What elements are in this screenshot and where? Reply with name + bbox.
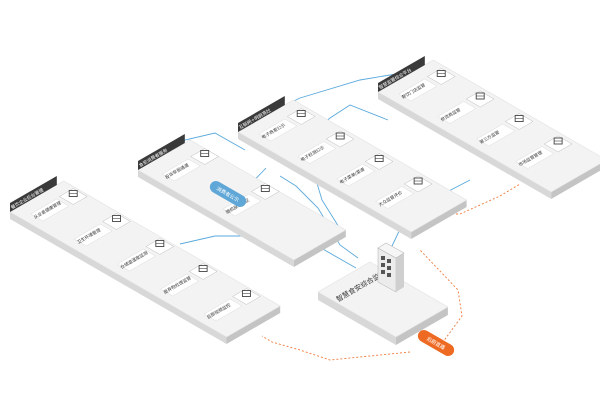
thermometer-icon xyxy=(145,238,175,255)
network-icon xyxy=(504,113,534,130)
recycle-flower-icon xyxy=(188,263,218,280)
supplier-icon xyxy=(465,90,495,108)
warning-triangle-icon xyxy=(250,183,280,200)
storefront-icon xyxy=(426,68,456,85)
monitor-check-icon xyxy=(325,130,355,148)
platform-item[interactable]: 供货商监管 xyxy=(437,90,495,124)
government-icon xyxy=(543,135,573,153)
mail-report-icon xyxy=(190,148,219,165)
blue-connector xyxy=(279,175,359,259)
store-display-icon xyxy=(286,108,316,125)
person-health-icon xyxy=(58,188,88,205)
dish-menu-icon xyxy=(364,153,394,170)
screen-review-icon xyxy=(403,175,433,193)
orange-connector xyxy=(261,335,411,361)
center-platform: 智慧食安综合监管平台 xyxy=(317,242,449,345)
trash-bin-icon xyxy=(102,213,131,230)
building-phone-icon xyxy=(377,242,405,293)
video-camera-icon xyxy=(232,288,261,305)
